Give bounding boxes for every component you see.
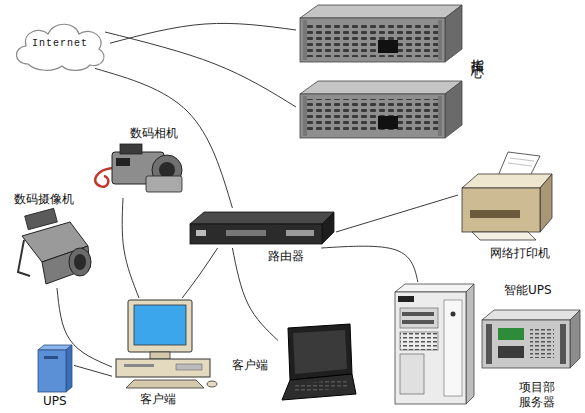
device-node: 项目部 服务器 <box>393 282 476 406</box>
node-label: 指挥中心 <box>470 48 484 56</box>
node-label: Internet <box>10 37 110 51</box>
network-link <box>321 246 418 282</box>
device-node: 客户端 <box>278 320 358 402</box>
node-label: 项目部 服务器 <box>519 380 559 410</box>
desktop-computer-icon <box>116 300 217 388</box>
network-link <box>336 195 458 232</box>
node-label: UPS <box>43 394 67 408</box>
laptop-icon <box>282 324 356 400</box>
network-link <box>182 248 217 298</box>
rack-ups-icon <box>482 310 580 368</box>
network-link <box>105 32 296 107</box>
device-node: UPS <box>34 342 74 394</box>
tower-server-icon <box>395 284 474 404</box>
router-icon <box>190 212 334 244</box>
device-node: 数码摄像机 <box>14 208 100 288</box>
ups-icon <box>38 345 72 392</box>
camera-icon <box>95 144 182 192</box>
network-link <box>95 68 232 208</box>
node-label: 网络打印机 <box>490 246 550 260</box>
device-node: 客户端 <box>112 298 220 390</box>
node-label: 路由器 <box>268 249 304 263</box>
node-label: 客户端 <box>140 392 176 406</box>
node-label: 智能UPS <box>504 283 552 297</box>
internet-cloud: Internet <box>10 18 110 74</box>
device-node: 网络打印机 <box>458 148 556 242</box>
node-label: 数码相机 <box>130 126 178 140</box>
device-node: 路由器 <box>188 208 336 248</box>
rack-server <box>300 5 462 62</box>
node-label: 客户端 <box>232 358 268 372</box>
device-node: 数码相机 <box>88 140 188 198</box>
rack-server <box>300 81 462 138</box>
device-node: 智能UPS <box>478 306 582 370</box>
video-camera-icon <box>18 208 91 284</box>
device-node: 指挥中心 <box>296 2 464 142</box>
printer-icon <box>462 152 552 240</box>
network-link <box>122 198 139 298</box>
network-link <box>74 365 112 376</box>
node-label: 数码摄像机 <box>14 192 74 206</box>
